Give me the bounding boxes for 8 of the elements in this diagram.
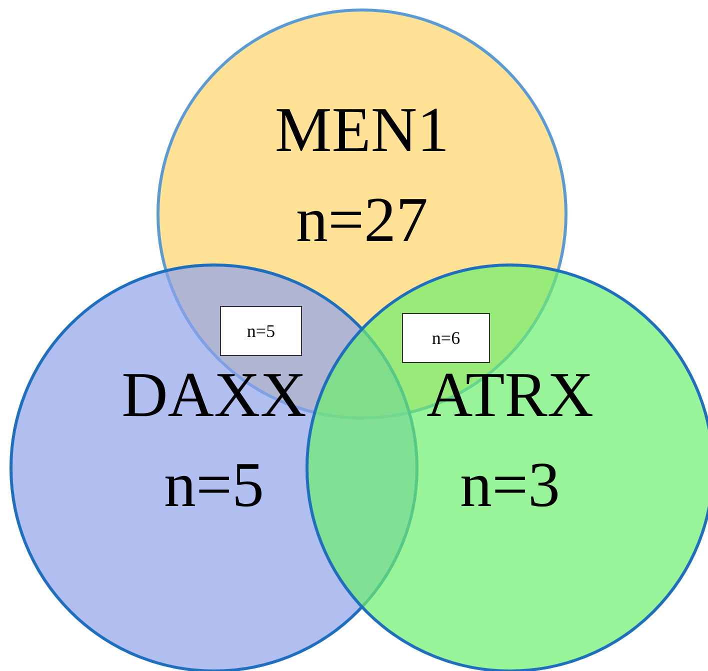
count-label: n=27 [296,188,428,252]
count-label: n=3 [460,453,560,517]
count-label: n=5 [164,453,264,517]
gene-label: MEN1 [274,98,450,162]
count-label: n=6 [402,313,490,363]
gene-label: ATRX [426,363,594,427]
gene-label: DAXX [122,363,306,427]
count-label: n=5 [220,306,302,356]
